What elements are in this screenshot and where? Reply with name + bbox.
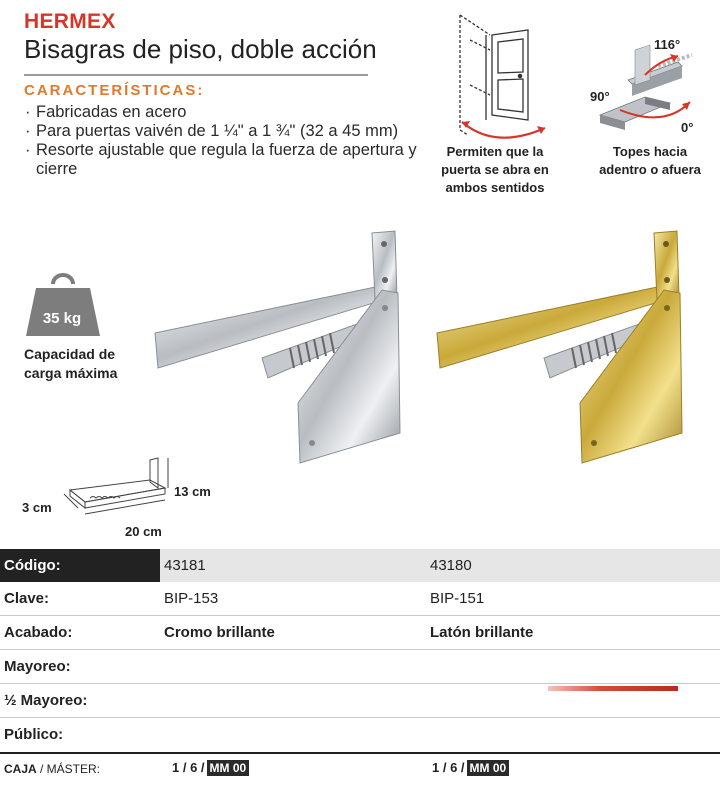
feature-item: Para puertas vaivén de 1 ¼" a 1 ¾" (32 a… [24,122,424,141]
door-swing-icon [459,14,546,139]
spec-label: Clave: [0,582,160,616]
hinge-stop-icon [598,44,693,130]
feature-item: Resorte ajustable que regula la fuerza d… [24,141,424,179]
spec-value [426,649,720,684]
height-dimension: 13 cm [174,484,211,499]
weight-icon [26,273,100,336]
pack-info-43181: 1 / 6 /MM 00 [172,760,250,776]
features-heading: CARACTERÍSTICAS: [24,82,205,99]
features-list: Fabricadas en acero Para puertas vaivén … [24,103,424,179]
angle-90-label: 90° [590,89,610,104]
spec-value: 43181 [160,549,426,582]
decorative-tape [548,686,678,691]
length-dimension: 20 cm [125,524,162,539]
angle-0-label: 0° [681,120,694,135]
spec-value [160,718,426,752]
angle-116-label: 116° [654,37,681,52]
feature-item: Fabricadas en acero [24,103,424,122]
depth-dimension: 3 cm [22,500,52,515]
dimensions-diagram [63,457,169,515]
specs-header-row: Código: 43181 43180 [0,549,720,582]
spec-value: 43180 [426,549,720,582]
spec-label: ½ Mayoreo: [0,683,160,718]
pack-info-43180: 1 / 6 /MM 00 [432,760,510,776]
table-row: Clave: BIP-153 BIP-151 [0,582,720,616]
spec-value: BIP-153 [160,582,426,616]
load-capacity-caption: Capacidad de carga máxima [24,346,118,381]
table-row: Acabado: Cromo brillante Latón brillante [0,615,720,650]
spec-label: Código: [0,549,160,582]
door-swing-caption: Permiten que la puerta se abra en ambos … [441,144,549,195]
title-divider [24,74,368,76]
spec-value [160,683,426,718]
specs-table: Código: 43181 43180 Clave: BIP-153 BIP-1… [0,549,720,751]
spec-label: Mayoreo: [0,649,160,684]
product-title: Bisagras de piso, doble acción [24,34,377,64]
weight-value: 35 kg [42,310,82,327]
spec-label: Acabado: [0,615,160,650]
spec-value [160,649,426,684]
table-row: Mayoreo: [0,649,720,684]
spec-value [426,718,720,752]
spec-label: Público: [4,726,64,743]
footer-divider [0,752,720,754]
brand-logo: HERMEX [24,10,116,33]
table-row: Público: [0,718,720,752]
spec-value: BIP-151 [426,582,720,616]
spec-value: Latón brillante [426,615,720,650]
brass-hinge-image [436,230,683,464]
caja-master-label: CAJA / MÁSTER: [4,762,101,776]
chrome-hinge-image [154,230,401,464]
stop-caption: Topes hacia adentro o afuera [599,144,701,177]
spec-value: Cromo brillante [160,615,426,650]
